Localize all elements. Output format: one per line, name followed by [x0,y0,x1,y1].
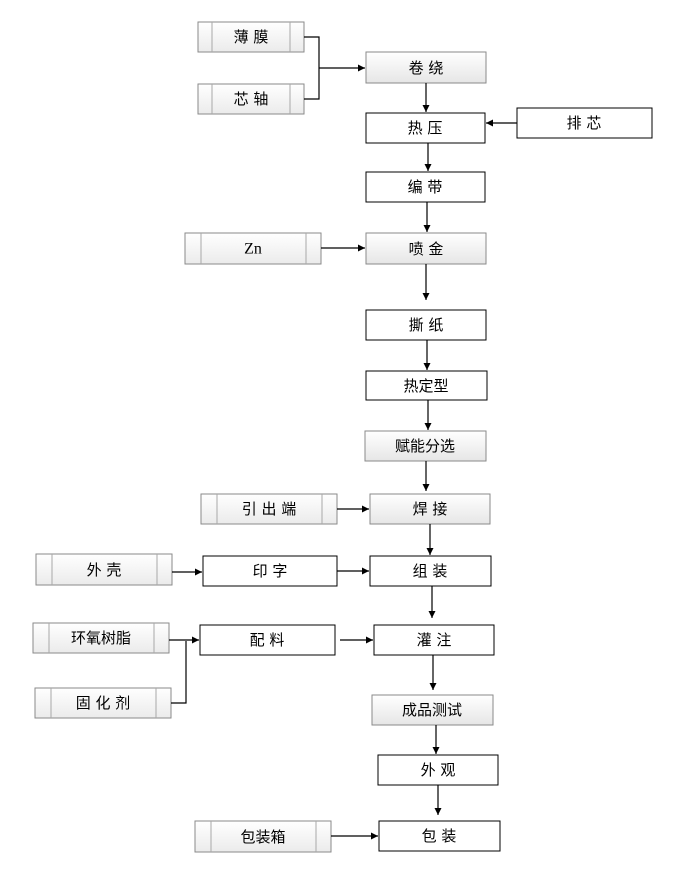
material-zinc-box: Zn [184,232,322,265]
material-epoxy-label: 环氧树脂 [71,629,131,647]
step-grading-label: 赋能分选 [395,437,455,455]
material-hardener-box: 固 化 剂 [34,687,172,719]
step-appearance-box: 外 观 [377,754,499,786]
material-hardener-label: 固 化 剂 [76,694,131,712]
material-shell-label: 外 壳 [87,561,122,579]
step-tape-label: 编 带 [408,178,443,196]
step-assemble-label: 组 装 [413,562,448,580]
material-packbox-box: 包装箱 [194,820,332,853]
step-press-label: 热 压 [408,119,443,137]
step-winding-box: 卷 绕 [365,51,487,84]
step-test-box: 成品测试 [371,694,494,726]
step-pour-label: 灌 注 [417,631,452,649]
material-lead-label: 引 出 端 [242,500,297,518]
step-test-label: 成品测试 [402,701,462,719]
step-grading-box: 赋能分选 [364,430,487,462]
material-lead-box: 引 出 端 [200,493,338,525]
step-print-box: 印 字 [202,555,338,587]
step-appearance-label: 外 观 [421,761,456,779]
step-mix-label: 配 料 [250,631,285,649]
step-print-label: 印 字 [253,562,288,580]
step-tear-box: 撕 纸 [365,309,487,341]
material-core-label: 芯 轴 [234,90,269,108]
step-discharge-box: 排 芯 [516,107,653,139]
connector-film-core-bracket [304,36,320,100]
step-pack-box: 包 装 [378,820,501,852]
material-core-box: 芯 轴 [197,83,305,115]
step-discharge-label: 排 芯 [567,114,602,132]
step-winding-label: 卷 绕 [409,59,444,77]
step-setting-box: 热定型 [365,370,488,401]
step-setting-label: 热定型 [403,377,448,395]
step-tear-label: 撕 纸 [409,316,444,334]
step-pour-box: 灌 注 [373,624,495,656]
step-press-box: 热 压 [365,112,486,144]
material-zinc-label: Zn [244,241,262,258]
step-weld-label: 焊 接 [413,500,448,518]
connector-hardener-bracket [171,641,187,704]
step-tape-box: 编 带 [365,171,486,203]
material-film-label: 薄 膜 [234,28,269,46]
step-weld-box: 焊 接 [369,493,491,525]
step-assemble-box: 组 装 [369,555,492,587]
step-pack-label: 包 装 [422,827,457,845]
material-shell-box: 外 壳 [35,553,173,586]
material-epoxy-box: 环氧树脂 [32,622,170,654]
step-mix-box: 配 料 [199,624,336,656]
step-spray-box: 喷 金 [365,232,487,265]
material-film-box: 薄 膜 [197,21,305,53]
material-packbox-label: 包装箱 [240,828,285,846]
step-spray-label: 喷 金 [409,240,444,258]
